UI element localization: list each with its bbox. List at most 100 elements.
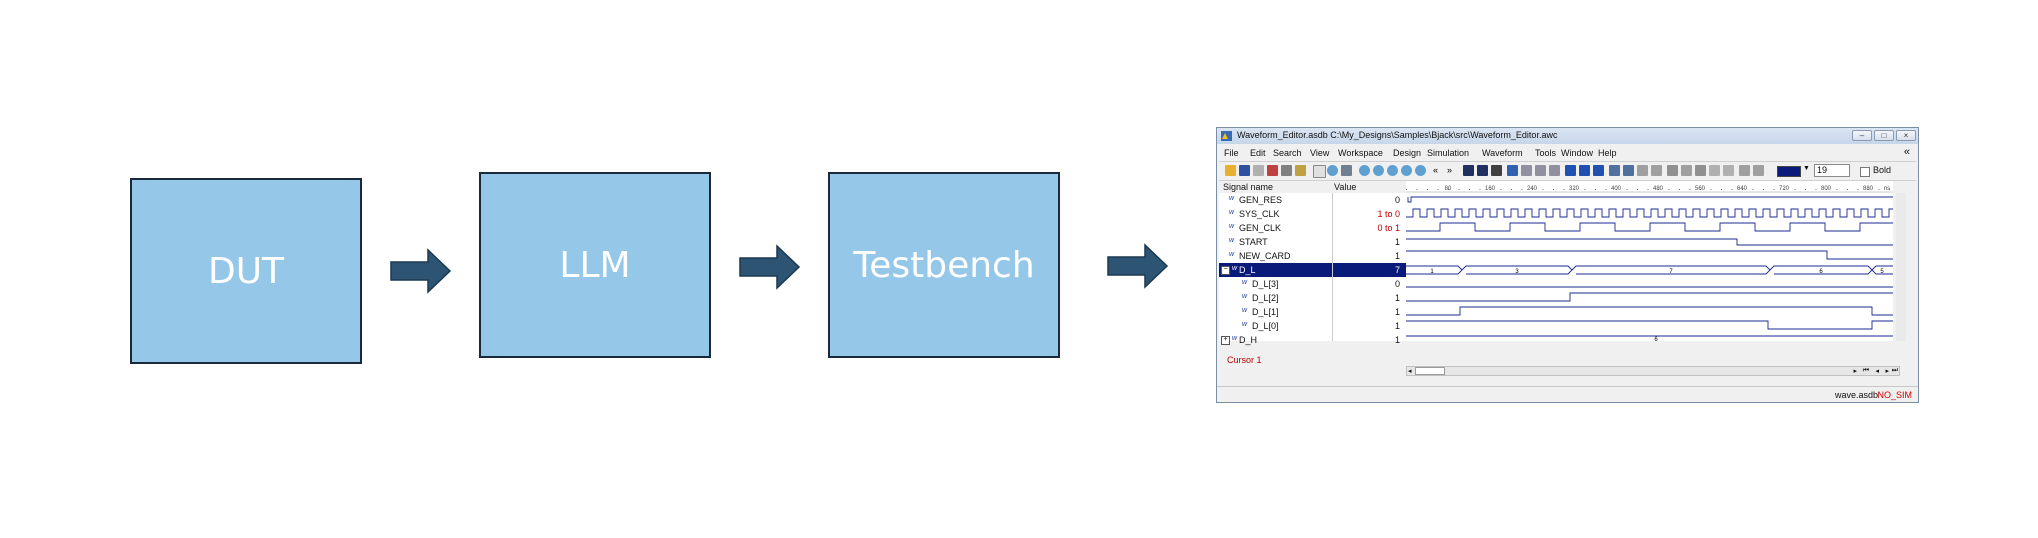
wave-color-picker[interactable] <box>1777 166 1801 177</box>
zoom-in-icon[interactable] <box>1359 165 1370 176</box>
measure-icon[interactable] <box>1341 165 1352 176</box>
minimize-button[interactable]: – <box>1852 130 1872 141</box>
menu-tools[interactable]: Tools <box>1535 148 1557 158</box>
wave-d-l2 <box>1406 292 1893 302</box>
binoculars-icon[interactable] <box>1477 165 1488 176</box>
tool-icon[interactable] <box>1521 165 1532 176</box>
wire-icon: w <box>1242 279 1248 286</box>
tool-icon[interactable] <box>1637 165 1648 176</box>
tool-icon[interactable] <box>1579 165 1590 176</box>
scroll-right-icon[interactable]: ▸ <box>1853 368 1857 375</box>
menu-file[interactable]: File <box>1224 148 1239 158</box>
tick-label: 80 <box>1445 186 1452 192</box>
zoom-out-icon[interactable] <box>1373 165 1384 176</box>
tool-icon[interactable] <box>1281 165 1292 176</box>
menu-window[interactable]: Window <box>1561 148 1594 158</box>
scroll-thumb[interactable] <box>1415 367 1445 375</box>
tool-icon[interactable] <box>1623 165 1634 176</box>
signal-value: 0 <box>1394 279 1400 289</box>
tool-icon[interactable] <box>1709 165 1720 176</box>
vertical-scrollbar[interactable] <box>1896 193 1906 341</box>
tool-icon[interactable] <box>1739 165 1750 176</box>
tick-label: ns <box>1884 186 1890 192</box>
timeline-ruler: 80 160 240 320 400 480 560 640 720 800 8… <box>1406 186 1893 193</box>
menu-waveform[interactable]: Waveform <box>1482 148 1523 158</box>
tool-icon[interactable] <box>1695 165 1706 176</box>
bus-value-label: 5 <box>1880 269 1884 275</box>
bus-value-label: 6 <box>1654 337 1658 341</box>
tool-icon[interactable] <box>1609 165 1620 176</box>
tool-icon[interactable] <box>1295 165 1306 176</box>
nav-next-icon[interactable]: ▸ <box>1885 368 1889 375</box>
zoom-full-icon[interactable] <box>1415 165 1426 176</box>
tool-icon[interactable] <box>1535 165 1546 176</box>
tool-icon[interactable] <box>1507 165 1518 176</box>
save-icon[interactable] <box>1239 165 1250 176</box>
menu-simulation[interactable]: Simulation <box>1427 148 1470 158</box>
tool-icon[interactable] <box>1593 165 1604 176</box>
tool-icon[interactable] <box>1667 165 1678 176</box>
wave-d-l1 <box>1406 306 1893 316</box>
nav-last-icon[interactable]: ⏭ <box>1891 367 1898 374</box>
next-edge-icon[interactable]: » <box>1447 165 1458 176</box>
bus-icon: w <box>1232 335 1238 342</box>
menu-workspace[interactable]: Workspace <box>1338 148 1383 158</box>
wire-icon: w <box>1229 209 1235 216</box>
menu-edit[interactable]: Edit <box>1250 148 1266 158</box>
value-header: Value <box>1334 182 1357 192</box>
wave-gen-res <box>1407 196 1893 203</box>
prev-edge-icon[interactable]: « <box>1433 165 1444 176</box>
nav-first-icon[interactable]: ⏮ <box>1862 367 1869 374</box>
bus-value-label: 7 <box>1669 269 1673 275</box>
tool-icon[interactable] <box>1491 165 1502 176</box>
bus-value-label: 3 <box>1515 269 1519 275</box>
chevron-down-icon[interactable]: ▼ <box>1803 165 1810 172</box>
print-icon[interactable] <box>1253 165 1264 176</box>
collapse-toggle[interactable]: − <box>1221 266 1230 275</box>
scroll-left-icon[interactable]: ◂ <box>1408 368 1412 375</box>
tick-label: 160 <box>1485 186 1496 192</box>
menu-search[interactable]: Search <box>1273 148 1302 158</box>
font-size-input[interactable]: 19 <box>1814 164 1850 177</box>
tick-label: 320 <box>1569 186 1580 192</box>
tool-icon[interactable] <box>1753 165 1764 176</box>
zoom-fit-icon[interactable] <box>1387 165 1398 176</box>
wave-d-l0 <box>1406 320 1893 330</box>
llm-label: LLM <box>559 244 631 286</box>
tool-icon[interactable] <box>1565 165 1576 176</box>
menu-design[interactable]: Design <box>1393 148 1422 158</box>
menu-help[interactable]: Help <box>1598 148 1617 158</box>
horizontal-scrollbar[interactable]: ◂ ▸ ⏮ ◂ ▸ ⏭ <box>1406 366 1900 376</box>
collapse-icon[interactable]: « <box>1903 146 1910 158</box>
waveform-area[interactable]: 80 160 240 320 400 480 560 640 720 800 8… <box>1406 181 1893 341</box>
tool-icon[interactable] <box>1723 165 1734 176</box>
tool-icon[interactable] <box>1681 165 1692 176</box>
pointer-icon[interactable] <box>1313 165 1326 178</box>
signal-value: 1 to 0 <box>1377 209 1400 219</box>
tool-icon[interactable] <box>1267 165 1278 176</box>
zoom-icon[interactable] <box>1327 165 1338 176</box>
close-button[interactable]: × <box>1896 130 1916 141</box>
tool-icon[interactable] <box>1549 165 1560 176</box>
window-title: Waveform_Editor.asdb C:\My_Designs\Sampl… <box>1237 130 1558 140</box>
open-icon[interactable] <box>1225 165 1236 176</box>
bold-checkbox[interactable] <box>1860 167 1870 177</box>
nav-prev-icon[interactable]: ◂ <box>1875 368 1879 375</box>
menu-view[interactable]: View <box>1310 148 1330 158</box>
binoculars-icon[interactable] <box>1463 165 1474 176</box>
zoom-range-icon[interactable] <box>1401 165 1412 176</box>
maximize-button[interactable]: □ <box>1874 130 1894 141</box>
tool-icon[interactable] <box>1651 165 1662 176</box>
expand-toggle[interactable]: + <box>1221 336 1230 345</box>
